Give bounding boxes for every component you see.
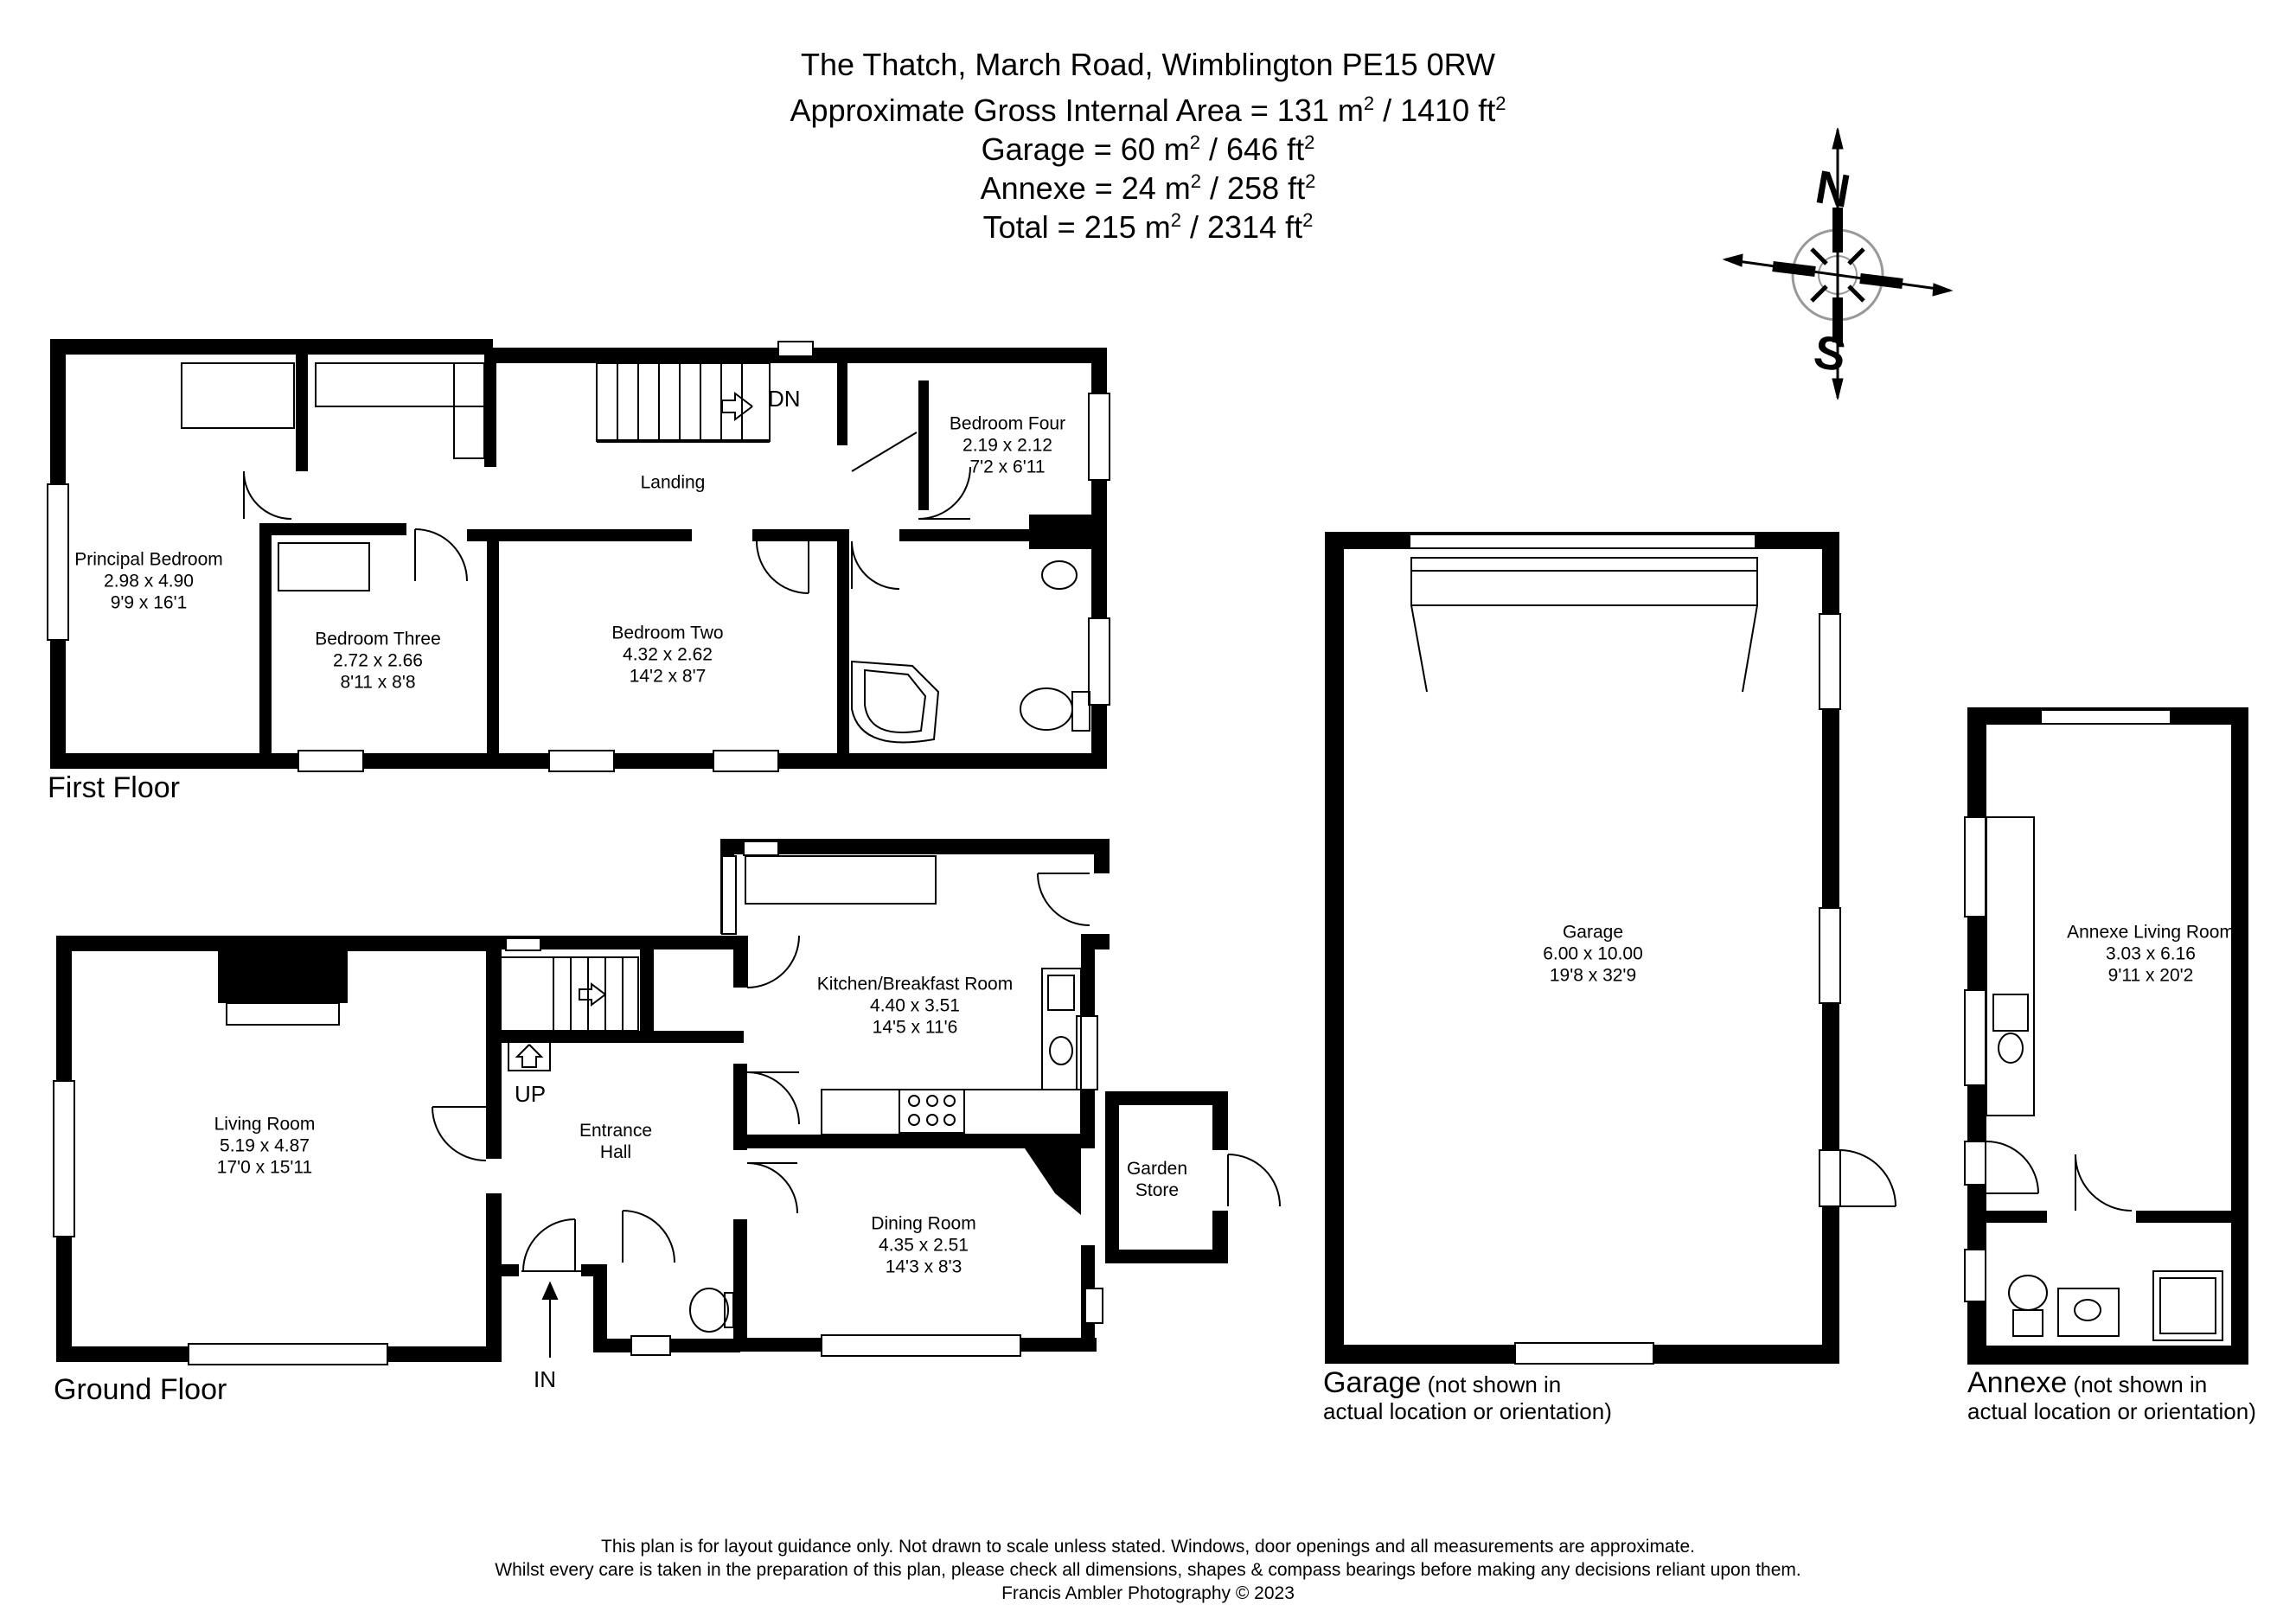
header-annexe-area: Annexe = 24 m2 / 258 ft2: [980, 170, 1316, 206]
room-garage: Garage 6.00 x 10.00 19'8 x 32'9: [1543, 922, 1643, 986]
annexe-label: Annexe (not shown in actual location or …: [1967, 1366, 2256, 1424]
room-annexe-living-room: Annexe Living Room 3.03 x 6.16 9'11 x 20…: [2067, 922, 2235, 986]
stairs-up-label: UP: [515, 1081, 547, 1107]
compass-rose: [1722, 127, 1954, 400]
footer-copyright: Francis Ambler Photography © 2023: [1001, 1583, 1295, 1603]
room-dining-room: Dining Room 4.35 x 2.51 14'3 x 8'3: [871, 1213, 976, 1277]
room-living-room: Living Room 5.19 x 4.87 17'0 x 15'11: [214, 1114, 316, 1178]
annexe-plan: [1964, 707, 2248, 1365]
header-total-area: Total = 215 m2 / 2314 ft2: [982, 209, 1314, 245]
room-kitchen-breakfast: Kitchen/Breakfast Room 4.40 x 3.51 14'5 …: [816, 974, 1014, 1038]
room-garden-store: Garden Store: [1126, 1159, 1188, 1200]
room-bedroom-four: Bedroom Four 2.19 x 2.12 7'2 x 6'11: [949, 413, 1066, 477]
entrance-in-label: IN: [534, 1366, 556, 1392]
header-address: The Thatch, March Road, Wimblington PE15…: [800, 47, 1496, 82]
footer-disclaimer-line2: Whilst every care is taken in the prepar…: [495, 1560, 1801, 1580]
stairs-down-label: DN: [768, 386, 801, 412]
header-garage-area: Garage = 60 m2 / 646 ft2: [981, 131, 1315, 167]
first-floor-plan: [47, 339, 1110, 772]
garage-label: Garage (not shown in actual location or …: [1323, 1366, 1612, 1424]
room-entrance-hall: Entrance Hall: [579, 1121, 653, 1162]
room-bedroom-two: Bedroom Two 4.32 x 2.62 14'2 x 8'7: [611, 623, 724, 687]
footer-disclaimer-line1: This plan is for layout guidance only. N…: [601, 1537, 1695, 1557]
ground-floor-label: Ground Floor: [54, 1373, 227, 1406]
ground-floor-plan: [53, 839, 1281, 1365]
garage-plan: [1325, 532, 1896, 1365]
room-principal-bedroom: Principal Bedroom 2.98 x 4.90 9'9 x 16'1: [74, 549, 223, 613]
room-bedroom-three: Bedroom Three 2.72 x 2.66 8'11 x 8'8: [315, 629, 441, 693]
room-landing: Landing: [640, 472, 706, 493]
header-gross-internal-area: Approximate Gross Internal Area = 131 m2…: [790, 93, 1506, 128]
first-floor-label: First Floor: [48, 771, 180, 804]
